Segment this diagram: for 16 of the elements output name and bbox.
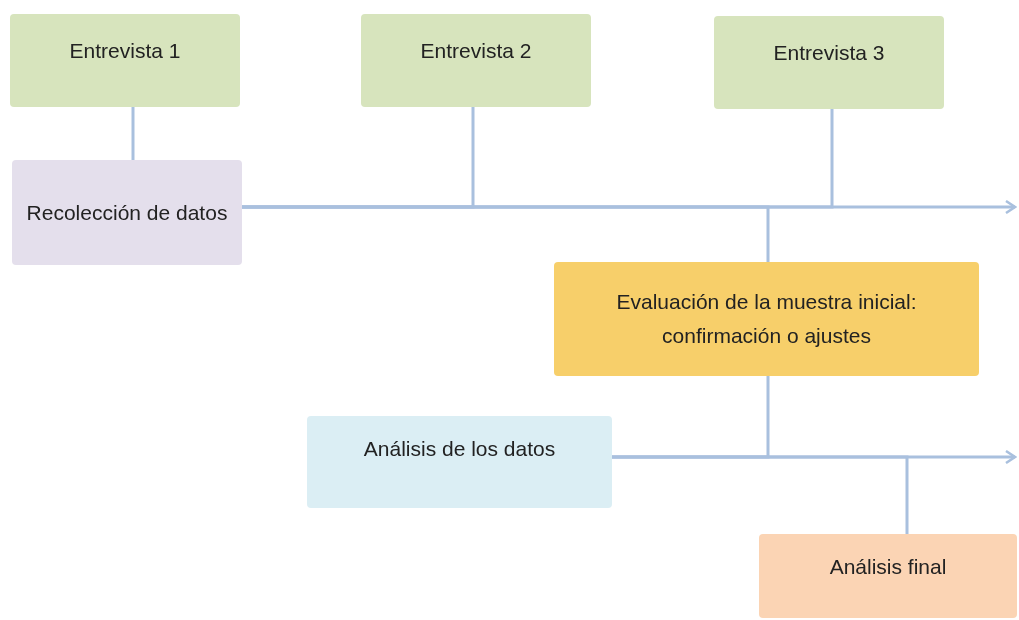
box-label: Recolección de datos <box>26 199 228 226</box>
process-box <box>12 160 242 265</box>
connector-line <box>131 107 135 160</box>
process-box <box>361 14 591 107</box>
connector-line <box>612 455 909 534</box>
process-box <box>759 534 1017 618</box>
box-label: Entrevista 1 <box>69 38 181 64</box>
box-label: Evaluación de la muestra inicial: confirmación o ajustes <box>615 289 918 349</box>
process-box <box>554 262 979 376</box>
process-box <box>714 16 944 109</box>
process-box <box>10 14 240 107</box>
box-label: Análisis de los datos <box>363 436 556 462</box>
process-box <box>307 416 612 508</box>
box-label: Entrevista 3 <box>773 40 885 66</box>
box-label: Análisis final <box>829 554 947 580</box>
box-label: Entrevista 2 <box>420 38 532 64</box>
